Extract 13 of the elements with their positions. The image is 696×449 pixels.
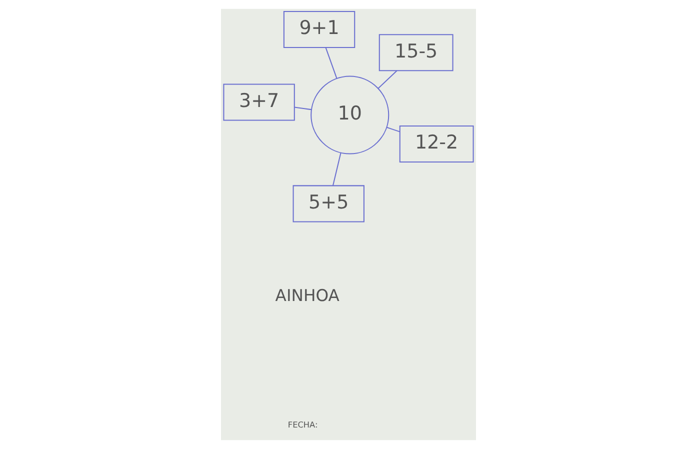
connector (386, 126, 400, 132)
label: AINHOA (274, 286, 339, 305)
label: FECHA: (287, 419, 318, 430)
connector (294, 106, 311, 110)
connector (377, 70, 397, 89)
connector (332, 152, 341, 186)
node-box: 12-2 (398, 126, 474, 163)
node-box: 15-5 (378, 34, 453, 72)
connector (324, 48, 337, 78)
node-box: 5+5 (292, 185, 364, 222)
node-box: 9+1 (282, 11, 355, 48)
node-box: 3+7 (222, 84, 294, 121)
node-circle: 10 (310, 76, 389, 154)
